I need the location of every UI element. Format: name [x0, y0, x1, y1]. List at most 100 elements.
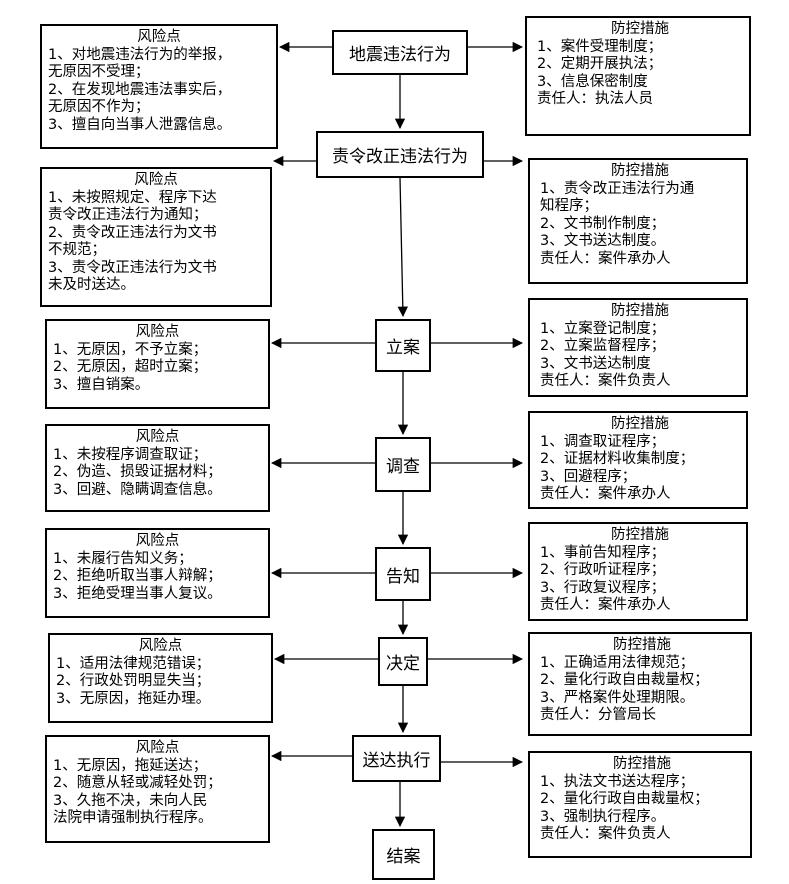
risk-line: 未及时送达。: [48, 277, 135, 293]
risk-line: 1、未按程序调查取证；: [53, 446, 208, 463]
risk-title: 风险点: [134, 172, 178, 188]
measure-title: 防控措施: [611, 527, 669, 543]
risk-line: 责令改正违法行为通知；: [48, 207, 208, 223]
measure-line: 2、立案监督程序；: [540, 338, 666, 354]
risk-line: 1、无原因，拖延送达；: [53, 757, 208, 774]
risk-line: 3、责令改正违法行为文书: [48, 259, 217, 276]
risk-line: 3、擅自向当事人泄露信息。: [48, 116, 232, 133]
measure-line: 1、调查取证程序；: [540, 433, 666, 450]
step-notification: 告知: [375, 547, 431, 601]
risk-line: 1、适用法律规范错误；: [56, 655, 211, 672]
risk-line: 1、对地震违法行为的举报，: [48, 46, 232, 63]
step-label: 决定: [386, 654, 420, 674]
risk-line: 3、久拖不决，未向人民: [53, 792, 208, 809]
measure-line: 1、事前告知程序；: [540, 544, 666, 561]
risk-line: 1、未履行告知义务；: [53, 550, 193, 567]
risk-title: 风险点: [135, 324, 180, 340]
risk-line: 无原因不作为；: [48, 99, 150, 115]
step-case-closed: 结案: [372, 829, 435, 880]
risk-title: 风险点: [135, 533, 180, 549]
risk-line: 无原因不受理；: [48, 64, 150, 80]
risk-box-6: 风险点 1、适用法律规范错误； 2、行政处罚明显失当； 3、无原因，拖延办理。: [48, 633, 273, 723]
measure-line: 知程序；: [540, 198, 598, 214]
risk-box-5: 风险点 1、未履行告知义务； 2、拒绝听取当事人辩解； 3、拒绝受理当事人复议。: [45, 528, 270, 618]
risk-title: 风险点: [138, 638, 183, 654]
measure-line: 1、正确适用法律规范；: [540, 654, 695, 671]
measure-box-7: 防控措施 1、执法文书送达程序； 2、量化行政自由裁量权； 3、强制执行程序。 …: [528, 751, 752, 858]
measure-box-6: 防控措施 1、正确适用法律规范； 2、量化行政自由裁量权； 3、严格案件处理期限…: [528, 632, 752, 736]
step-label: 立案: [386, 338, 420, 358]
risk-box-2: 风险点 1、未按照规定、程序下达 责令改正违法行为通知； 2、责令改正违法行为文…: [40, 167, 272, 307]
measure-line: 责任人：案件负责人: [540, 826, 671, 842]
measure-line: 1、案件受理制度；: [537, 38, 663, 55]
measure-line: 2、量化行政自由裁量权；: [540, 672, 709, 688]
risk-line: 2、责令改正违法行为文书: [48, 224, 217, 241]
risk-line: 法院申请强制执行程序。: [53, 810, 213, 826]
risk-box-3: 风险点 1、无原因，不予立案； 2、无原因，超时立案； 3、擅自销案。: [45, 319, 270, 409]
step-violation: 地震违法行为: [332, 30, 468, 75]
flow-arrow: [397, 177, 408, 318]
measure-line: 2、量化行政自由裁量权；: [540, 791, 709, 807]
measure-line: 3、行政复议程序；: [540, 579, 666, 596]
measure-line: 2、行政听证程序；: [540, 562, 666, 578]
measure-title: 防控措施: [611, 303, 669, 319]
step-filing: 立案: [375, 319, 431, 372]
risk-line: 2、无原因，超时立案；: [53, 359, 208, 375]
measure-line: 3、信息保密制度: [537, 73, 648, 90]
risk-line: 2、拒绝听取当事人辩解；: [53, 568, 222, 584]
step-order-correction: 责令改正违法行为: [316, 131, 484, 178]
measure-line: 1、执法文书送达程序；: [540, 773, 695, 790]
step-decision: 决定: [378, 637, 428, 686]
measure-title: 防控措施: [613, 756, 671, 772]
step-investigation: 调查: [375, 437, 431, 492]
risk-title: 风险点: [135, 740, 180, 756]
step-label: 地震违法行为: [349, 45, 451, 65]
risk-line: 不规范；: [48, 242, 106, 258]
measure-box-5: 防控措施 1、事前告知程序； 2、行政听证程序； 3、行政复议程序； 责任人：案…: [528, 522, 748, 621]
measure-line: 3、文书送达制度。: [540, 233, 666, 249]
measure-line: 3、回避程序；: [540, 468, 637, 485]
measure-title: 防控措施: [611, 21, 669, 37]
risk-line: 3、回避、隐瞒调查信息。: [53, 481, 222, 498]
measure-line: 3、严格案件处理期限。: [540, 689, 695, 706]
measure-line: 3、文书送达制度: [540, 355, 651, 372]
risk-line: 2、在发现地震违法事实后，: [48, 81, 232, 98]
risk-line: 2、伪造、损毁证据材料；: [53, 464, 222, 480]
risk-line: 2、行政处罚明显失当；: [56, 673, 211, 689]
risk-box-1: 风险点 1、对地震违法行为的举报， 无原因不受理； 2、在发现地震违法事实后， …: [40, 24, 278, 149]
measure-line: 2、文书制作制度；: [540, 215, 666, 232]
measure-box-2: 防控措施 1、责令改正违法行为通 知程序； 2、文书制作制度； 3、文书送达制度…: [528, 158, 748, 284]
risk-box-4: 风险点 1、未按程序调查取证； 2、伪造、损毁证据材料； 3、回避、隐瞒调查信息…: [45, 424, 270, 512]
measure-line: 2、证据材料收集制度；: [540, 451, 695, 467]
risk-line: 3、拒绝受理当事人复议。: [53, 585, 222, 602]
risk-box-7: 风险点 1、无原因，拖延送达； 2、随意从轻或减轻处罚； 3、久拖不决，未向人民…: [45, 735, 270, 843]
measure-line: 责任人：案件承办人: [540, 486, 671, 502]
measure-line: 责任人：案件负责人: [540, 373, 671, 389]
measure-line: 责任人：案件承办人: [540, 250, 671, 267]
measure-line: 1、立案登记制度；: [540, 320, 666, 337]
step-label: 送达执行: [362, 751, 431, 771]
risk-title: 风险点: [135, 429, 180, 445]
measure-line: 责任人：执法人员: [537, 91, 653, 107]
measure-title: 防控措施: [613, 637, 671, 653]
measure-line: 责任人：分管局长: [540, 707, 656, 723]
measure-title: 防控措施: [611, 416, 669, 432]
measure-line: 责任人：案件承办人: [540, 597, 671, 613]
risk-line: 3、擅自销案。: [53, 376, 150, 393]
step-label: 调查: [386, 457, 420, 477]
measure-line: 3、强制执行程序。: [540, 808, 666, 825]
risk-line: 2、随意从轻或减轻处罚；: [53, 775, 222, 791]
measure-box-4: 防控措施 1、调查取证程序； 2、证据材料收集制度； 3、回避程序； 责任人：案…: [528, 411, 748, 509]
step-label: 告知: [386, 566, 420, 587]
risk-line: 1、未按照规定、程序下达: [48, 189, 217, 206]
risk-line: 1、无原因，不予立案；: [53, 341, 208, 358]
measure-title: 防控措施: [611, 163, 669, 179]
step-delivery-execution: 送达执行: [352, 735, 441, 782]
measure-line: 1、责令改正违法行为通: [540, 180, 695, 197]
risk-title: 风险点: [137, 29, 181, 45]
measure-box-1: 防控措施 1、案件受理制度； 2、定期开展执法； 3、信息保密制度 责任人：执法…: [525, 16, 751, 136]
measure-line: 2、定期开展执法；: [537, 56, 663, 72]
risk-line: 3、无原因，拖延办理。: [56, 690, 211, 707]
step-label: 结案: [386, 847, 421, 867]
measure-box-3: 防控措施 1、立案登记制度； 2、立案监督程序； 3、文书送达制度 责任人：案件…: [528, 298, 748, 397]
